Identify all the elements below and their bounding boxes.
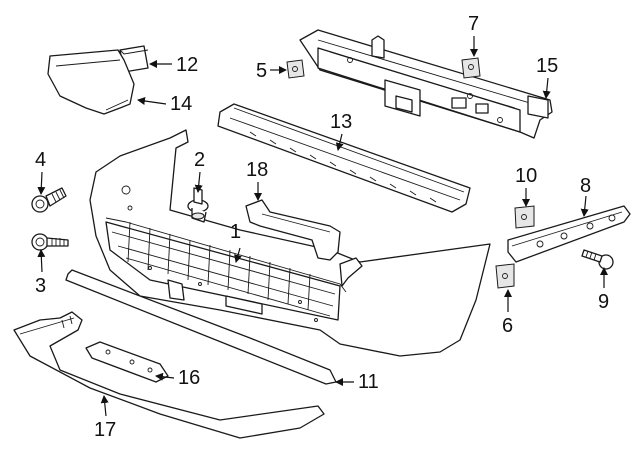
callout-13: 13	[330, 111, 353, 133]
end-cap-14	[47, 49, 135, 115]
clip-nut-7	[461, 57, 481, 79]
bolt-3	[31, 233, 69, 251]
callout-8: 8	[580, 175, 592, 197]
bolt-4	[31, 187, 67, 213]
clip-nut-5	[286, 59, 305, 79]
leader-13	[335, 133, 344, 151]
callout-17: 17	[94, 419, 117, 441]
bracket-16	[85, 341, 169, 383]
callout-15: 15	[536, 55, 559, 77]
callout-10: 10	[515, 165, 538, 187]
bracket-8	[507, 205, 631, 263]
callout-14: 14	[170, 93, 193, 115]
bumper-cover-1	[89, 129, 491, 357]
callout-11: 11	[358, 371, 379, 393]
leader-1	[234, 247, 242, 263]
callout-18: 18	[246, 159, 269, 181]
callout-12: 12	[176, 54, 199, 76]
leader-8	[580, 195, 589, 217]
leader-3	[37, 249, 46, 273]
callout-7: 7	[468, 13, 480, 35]
bolt-9	[581, 249, 614, 270]
clip-nut-6	[495, 263, 515, 289]
callout-1: 1	[230, 221, 242, 243]
callout-6: 6	[502, 315, 514, 337]
leader-14	[137, 97, 167, 105]
callout-9: 9	[598, 291, 610, 313]
leader-17	[100, 395, 109, 417]
leader-4	[37, 171, 46, 195]
leader-2	[194, 171, 203, 193]
step-pad-13	[217, 103, 471, 213]
leader-lines	[37, 36, 608, 417]
callout-4: 4	[35, 149, 47, 171]
absorber-18	[245, 199, 341, 261]
leader-16	[155, 372, 175, 381]
impact-bar	[299, 29, 553, 139]
leader-15	[542, 77, 551, 99]
callout-5: 5	[256, 60, 268, 82]
clip-nut-10	[514, 205, 535, 229]
callout-3: 3	[35, 275, 47, 297]
callout-16: 16	[178, 367, 201, 389]
callout-2: 2	[194, 149, 206, 171]
valance-17	[13, 311, 325, 439]
